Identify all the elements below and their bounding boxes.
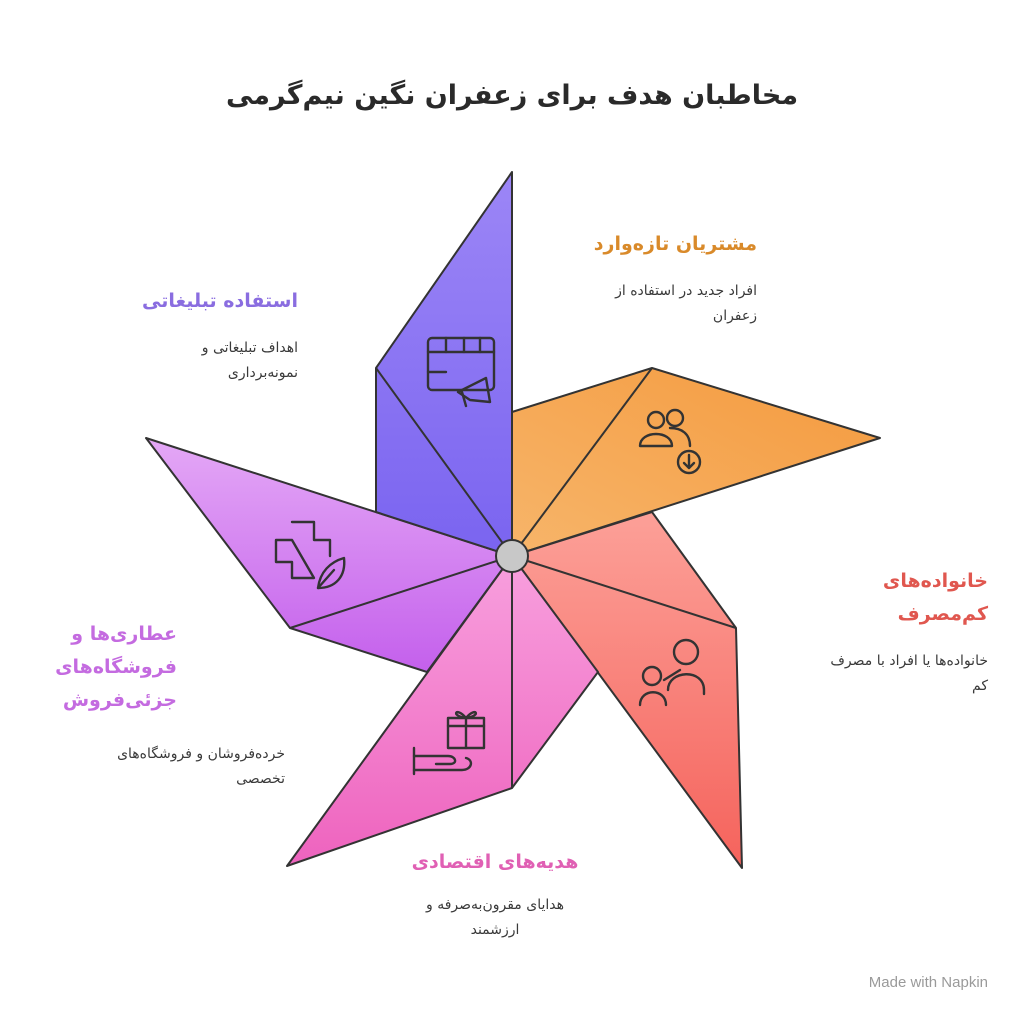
health-leaf-icon bbox=[274, 520, 346, 590]
segment-description: اهداف تبلیغاتی و نمونه‌برداری bbox=[201, 340, 298, 381]
video-megaphone-icon bbox=[426, 336, 496, 408]
segment-retailers: عطاری‌ها و فروشگاه‌های جزئی‌فروش bbox=[55, 618, 177, 717]
segment-description: خانواده‌ها یا افراد با مصرف کم bbox=[830, 653, 988, 694]
segment-new-customers: مشتریان تازه‌وارد افراد جدید در استفاده … bbox=[497, 228, 757, 329]
blade-new-customers bbox=[511, 367, 881, 557]
page-title: مخاطبان هدف برای زعفران نگین نیم‌گرمی bbox=[225, 80, 799, 111]
segment-title: خانواده‌های کم‌مصرف bbox=[882, 570, 988, 625]
segment-description: هدایای مقرون‌به‌صرفه و ارزشمند bbox=[426, 897, 564, 938]
segment-title: هدیه‌های اقتصادی bbox=[411, 851, 579, 873]
napkin-watermark: Made with Napkin bbox=[868, 974, 988, 991]
family-icon bbox=[638, 638, 706, 707]
segment-title: مشتریان تازه‌وارد bbox=[593, 233, 757, 255]
segment-low-consumption-families: خانواده‌های کم‌مصرف خانواده‌ها یا افراد … bbox=[778, 565, 988, 699]
segment-advertising: استفاده تبلیغاتی اهداف تبلیغاتی و نمونه‌… bbox=[128, 285, 298, 386]
center-hub bbox=[495, 539, 529, 573]
segment-title: عطاری‌ها و فروشگاه‌های جزئی‌فروش bbox=[55, 623, 177, 711]
gift-hand-icon bbox=[412, 710, 486, 776]
segment-title: استفاده تبلیغاتی bbox=[142, 290, 298, 312]
segment-retailers-description: خرده‌فروشان و فروشگاه‌های تخصصی bbox=[117, 746, 285, 787]
segment-economic-gifts: هدیه‌های اقتصادی هدایای مقرون‌به‌صرفه و … bbox=[395, 846, 595, 943]
blade-low-consumption-families bbox=[511, 511, 743, 869]
blade-economic-gifts bbox=[286, 555, 599, 867]
users-download-icon bbox=[638, 408, 702, 475]
segment-description: افراد جدید در استفاده از زعفران bbox=[615, 283, 757, 324]
blade-advertising bbox=[375, 171, 513, 557]
